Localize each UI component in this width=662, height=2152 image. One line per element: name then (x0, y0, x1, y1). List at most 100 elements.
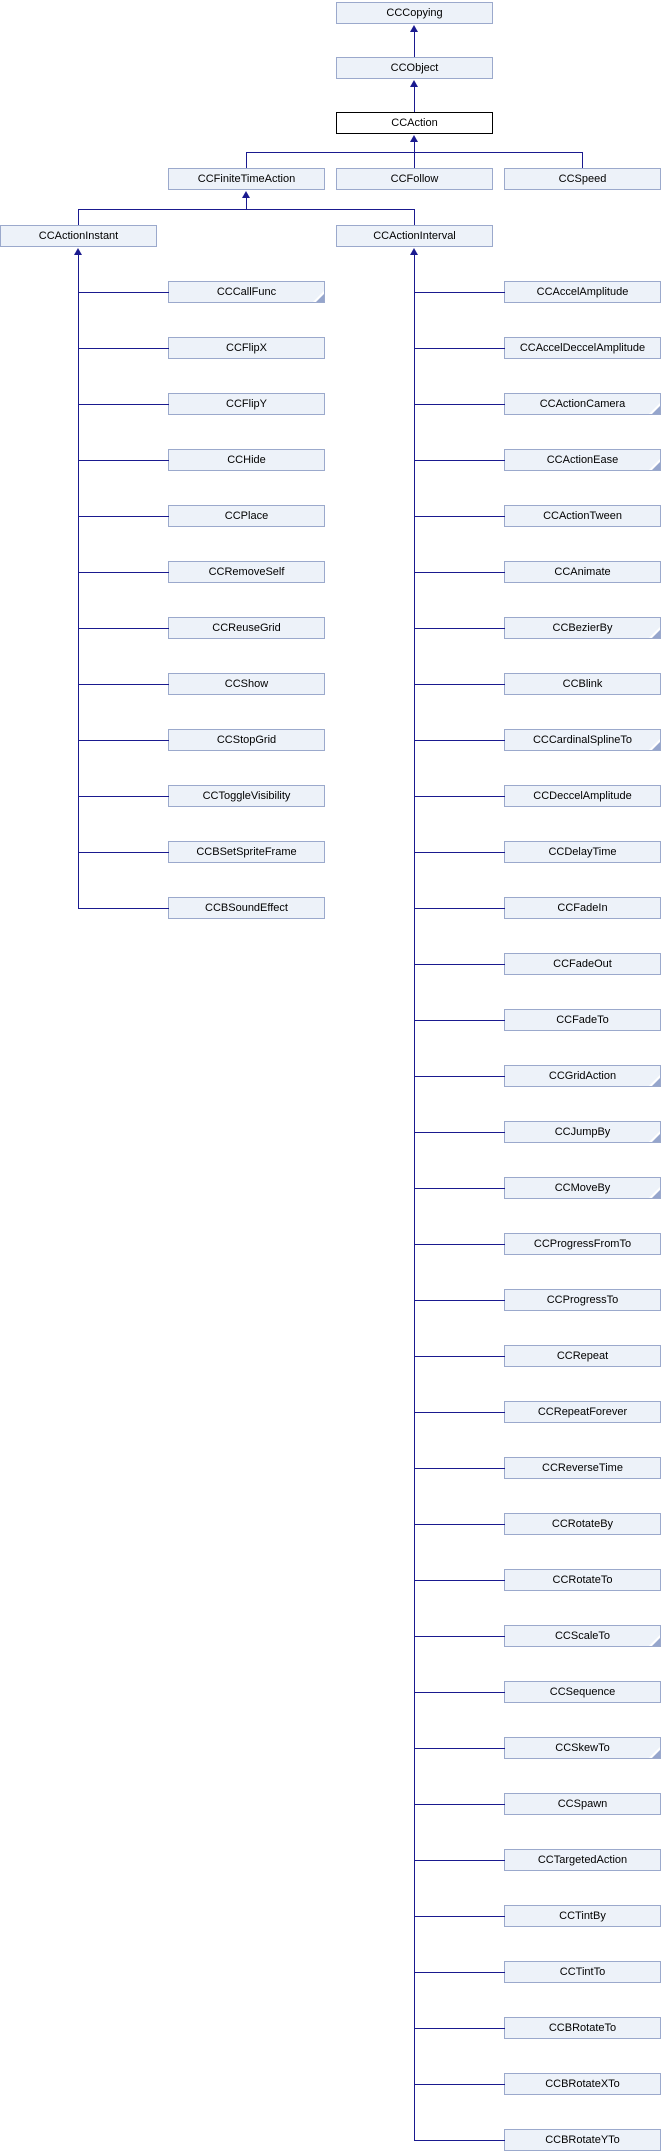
class-node-ccfinitetimeaction[interactable]: CCFiniteTimeAction (168, 168, 325, 190)
edge-line-vertical (246, 198, 247, 209)
class-node-ccdelaytime[interactable]: CCDelayTime (504, 841, 661, 863)
class-name-label: CCHide (227, 454, 266, 466)
edge-line-horizontal (414, 1804, 505, 1805)
class-node-ccstopgrid[interactable]: CCStopGrid (168, 729, 325, 751)
edge-line-horizontal (414, 2140, 505, 2141)
edge-line-horizontal (414, 1860, 505, 1861)
edge-line-horizontal (414, 2084, 505, 2085)
class-node-ccreversetime[interactable]: CCReverseTime (504, 1457, 661, 1479)
class-node-ccactioncamera[interactable]: CCActionCamera (504, 393, 661, 415)
class-node-ccprogressto[interactable]: CCProgressTo (504, 1289, 661, 1311)
class-node-ccfadeto[interactable]: CCFadeTo (504, 1009, 661, 1031)
class-node-ccscaleto[interactable]: CCScaleTo (504, 1625, 661, 1647)
edge-line-horizontal (414, 964, 505, 965)
class-node-ccdeccelamplitude[interactable]: CCDeccelAmplitude (504, 785, 661, 807)
class-node-ccbrotateyto[interactable]: CCBRotateYTo (504, 2129, 661, 2151)
class-name-label: CCCardinalSplineTo (532, 734, 633, 746)
class-name-label: CCAccelDeccelAmplitude (519, 342, 646, 354)
edge-line-horizontal (414, 1916, 505, 1917)
class-node-ccaccelamplitude[interactable]: CCAccelAmplitude (504, 281, 661, 303)
class-node-cctintto[interactable]: CCTintTo (504, 1961, 661, 1983)
class-node-cchide[interactable]: CCHide (168, 449, 325, 471)
class-name-label: CCStopGrid (216, 734, 277, 746)
class-name-label: CCRepeat (556, 1350, 609, 1362)
class-name-label: CCMoveBy (554, 1182, 611, 1194)
edge-line-horizontal (414, 908, 505, 909)
class-node-ccbrotatexto[interactable]: CCBRotateXTo (504, 2073, 661, 2095)
edge-line-vertical (414, 87, 415, 112)
class-node-cctogglevisibility[interactable]: CCToggleVisibility (168, 785, 325, 807)
class-node-ccaction[interactable]: CCAction (336, 112, 493, 134)
edge-line-horizontal (78, 292, 169, 293)
class-name-label: CCCopying (386, 7, 443, 19)
class-node-ccflipy[interactable]: CCFlipY (168, 393, 325, 415)
class-name-label: CCFadeIn (557, 902, 608, 914)
class-name-label: CCObject (390, 62, 439, 74)
class-node-cctargetedaction[interactable]: CCTargetedAction (504, 1849, 661, 1871)
class-node-ccrotateby[interactable]: CCRotateBy (504, 1513, 661, 1535)
class-node-ccbsetspriteframe[interactable]: CCBSetSpriteFrame (168, 841, 325, 863)
class-node-cctintby[interactable]: CCTintBy (504, 1905, 661, 1927)
class-node-ccspawn[interactable]: CCSpawn (504, 1793, 661, 1815)
class-node-cccopying[interactable]: CCCopying (336, 2, 493, 24)
edge-line-horizontal (78, 908, 169, 909)
has-subclasses-fold-icon (652, 462, 660, 470)
class-node-ccshow[interactable]: CCShow (168, 673, 325, 695)
class-name-label: CCAccelAmplitude (536, 286, 629, 298)
class-node-ccbrotateto[interactable]: CCBRotateTo (504, 2017, 661, 2039)
class-node-ccremoveself[interactable]: CCRemoveSelf (168, 561, 325, 583)
class-node-ccprogressfromto[interactable]: CCProgressFromTo (504, 1233, 661, 1255)
class-name-label: CCToggleVisibility (202, 790, 291, 802)
class-node-ccblink[interactable]: CCBlink (504, 673, 661, 695)
class-name-label: CCSequence (549, 1686, 616, 1698)
inheritance-arrow-icon (410, 135, 418, 142)
class-node-ccsequence[interactable]: CCSequence (504, 1681, 661, 1703)
class-name-label: CCTintBy (559, 1910, 606, 1922)
class-node-ccmoveby[interactable]: CCMoveBy (504, 1177, 661, 1199)
class-node-ccrotateto[interactable]: CCRotateTo (504, 1569, 661, 1591)
class-node-ccflipx[interactable]: CCFlipX (168, 337, 325, 359)
class-name-label: CCSpawn (557, 1798, 608, 1810)
class-node-ccrepeat[interactable]: CCRepeat (504, 1345, 661, 1367)
class-node-ccactionease[interactable]: CCActionEase (504, 449, 661, 471)
class-node-ccbezierby[interactable]: CCBezierBy (504, 617, 661, 639)
class-node-ccgridaction[interactable]: CCGridAction (504, 1065, 661, 1087)
class-name-label: CCFlipY (226, 398, 267, 410)
edge-line-horizontal (414, 684, 505, 685)
class-node-ccacceldeccelamplitude[interactable]: CCAccelDeccelAmplitude (504, 337, 661, 359)
class-name-label: CCActionInstant (38, 230, 119, 242)
edge-line-horizontal (78, 684, 169, 685)
class-node-ccfollow[interactable]: CCFollow (336, 168, 493, 190)
edge-line-horizontal (414, 796, 505, 797)
edge-line-vertical (78, 209, 79, 225)
class-node-ccactioninterval[interactable]: CCActionInterval (336, 225, 493, 247)
edge-line-horizontal (414, 1412, 505, 1413)
class-name-label: CCActionInterval (373, 230, 456, 242)
edge-line-horizontal (414, 1748, 505, 1749)
class-name-label: CCRemoveSelf (208, 566, 285, 578)
class-node-ccjumpby[interactable]: CCJumpBy (504, 1121, 661, 1143)
class-name-label: CCReuseGrid (212, 622, 281, 634)
class-node-ccrepeatforever[interactable]: CCRepeatForever (504, 1401, 661, 1423)
class-node-ccbsoundeffect[interactable]: CCBSoundEffect (168, 897, 325, 919)
class-node-ccspeed[interactable]: CCSpeed (504, 168, 661, 190)
class-name-label: CCGridAction (548, 1070, 617, 1082)
class-node-ccfadeout[interactable]: CCFadeOut (504, 953, 661, 975)
class-node-ccactioninstant[interactable]: CCActionInstant (0, 225, 157, 247)
class-name-label: CCActionEase (546, 454, 619, 466)
class-node-ccskewto[interactable]: CCSkewTo (504, 1737, 661, 1759)
class-node-ccplace[interactable]: CCPlace (168, 505, 325, 527)
class-node-cccardinalsplineto[interactable]: CCCardinalSplineTo (504, 729, 661, 751)
class-node-ccreusegrid[interactable]: CCReuseGrid (168, 617, 325, 639)
class-node-ccanimate[interactable]: CCAnimate (504, 561, 661, 583)
class-node-ccactiontween[interactable]: CCActionTween (504, 505, 661, 527)
class-name-label: CCProgressFromTo (533, 1238, 632, 1250)
class-node-ccobject[interactable]: CCObject (336, 57, 493, 79)
class-node-ccfadein[interactable]: CCFadeIn (504, 897, 661, 919)
class-name-label: CCBezierBy (552, 622, 613, 634)
class-name-label: CCTargetedAction (537, 1854, 628, 1866)
edge-line-horizontal (414, 348, 505, 349)
class-node-cccallfunc[interactable]: CCCallFunc (168, 281, 325, 303)
edge-line-horizontal (78, 209, 415, 210)
